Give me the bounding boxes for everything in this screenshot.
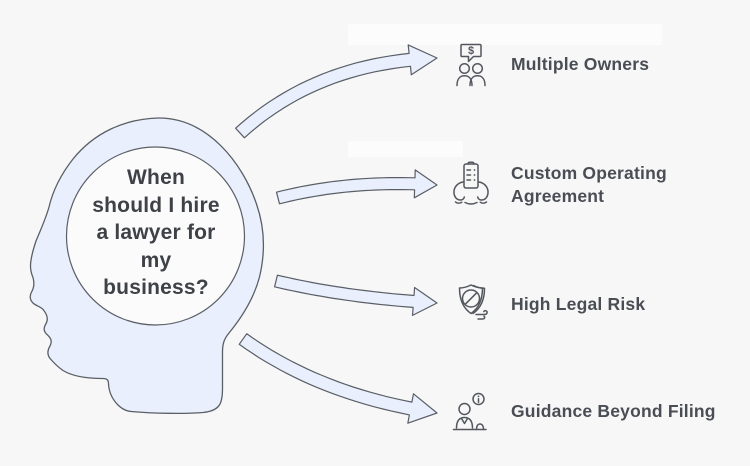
arrow-to-custom-operating-agreement [275, 169, 438, 205]
head-question-text: When should I hire a lawyer for my busin… [58, 164, 254, 302]
arrow-to-multiple-owners [235, 44, 438, 139]
shield-slash-wind-icon [458, 284, 488, 320]
item-label: High Legal Risk [511, 294, 646, 315]
list-item-multiple-owners: $ Multiple Owners [448, 37, 649, 93]
thought-circle [65, 146, 246, 326]
person-info-icon [452, 392, 487, 431]
question-line: When [127, 166, 185, 189]
people-dollar-icon: $ [456, 43, 486, 87]
question-line: my [140, 248, 172, 272]
highlight-band [348, 141, 463, 157]
question-line: a lawyer for [96, 221, 216, 244]
item-label: Custom Operating Agreement [511, 162, 667, 207]
question-line: business? [103, 276, 209, 299]
document-hands-icon [453, 161, 489, 205]
item-label: Multiple Owners [511, 54, 650, 75]
question-line: should I hire [92, 193, 220, 217]
item-label: Guidance Beyond Filing [511, 401, 716, 422]
list-item-custom-operating-agreement: Custom Operating Agreement [448, 157, 689, 213]
arrow-to-high-legal-risk [274, 274, 438, 316]
arrow-to-guidance-beyond-filing [238, 333, 438, 424]
highlight-band [348, 24, 662, 45]
dollar-symbol: $ [468, 45, 474, 57]
list-item-guidance-beyond-filing: Guidance Beyond Filing [448, 384, 716, 440]
list-item-high-legal-risk: High Legal Risk [448, 277, 645, 333]
